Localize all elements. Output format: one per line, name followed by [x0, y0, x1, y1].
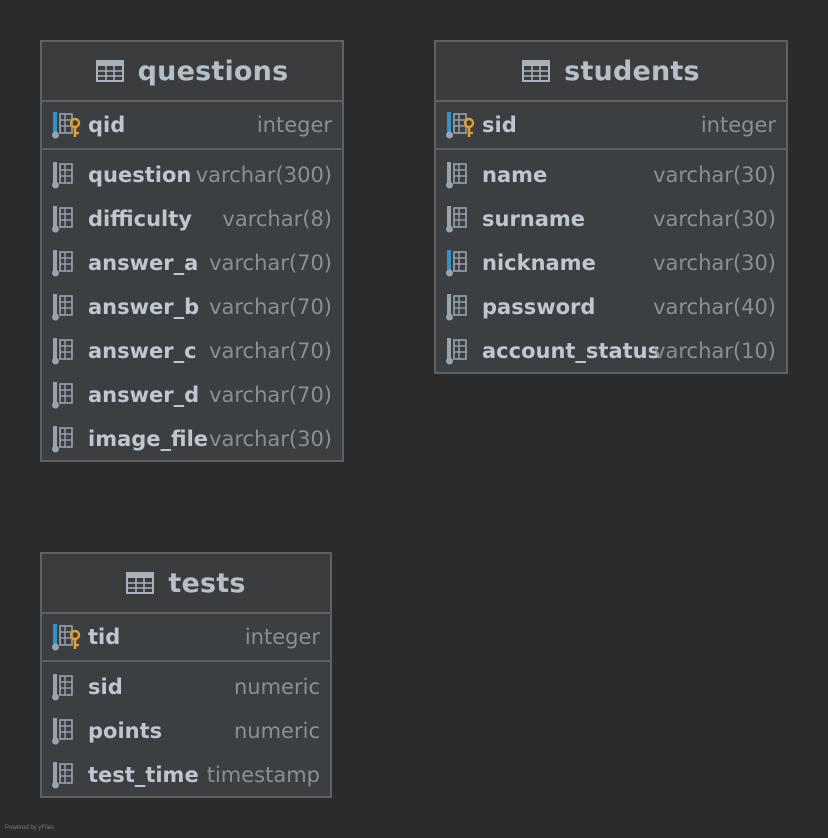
table-header: tests [42, 554, 330, 614]
column-row[interactable]: name varchar(30) [436, 153, 786, 197]
column-name: answer_b [88, 295, 200, 319]
column-name: surname [482, 207, 586, 231]
primary-key-row[interactable]: tid integer [42, 614, 330, 662]
column-row[interactable]: answer_b varchar(70) [42, 285, 342, 329]
column-row[interactable]: nickname varchar(30) [436, 241, 786, 285]
column-type: varchar(300) [195, 163, 332, 187]
column-type: varchar(70) [209, 295, 332, 319]
column-type: integer [244, 625, 320, 649]
column-name: qid [88, 113, 126, 137]
table-title: students [564, 55, 700, 87]
table-header: questions [42, 42, 342, 102]
column-type: numeric [233, 675, 320, 699]
column-list: tid integer sid numeric points numeric test_ti… [42, 614, 330, 797]
column-name: sid [482, 113, 517, 137]
column-row[interactable]: password varchar(40) [436, 285, 786, 329]
column-icon [446, 293, 476, 321]
column-row[interactable]: test_time timestamp [42, 753, 330, 797]
column-icon [446, 161, 476, 189]
column-type: integer [256, 113, 332, 137]
powered-by-label: Powered by yFiles [5, 825, 55, 831]
column-name: account_status [482, 339, 661, 363]
column-type: varchar(40) [653, 295, 776, 319]
column-icon [52, 717, 82, 745]
column-icon [446, 205, 476, 233]
column-icon [52, 293, 82, 321]
primary-key-row[interactable]: sid integer [436, 102, 786, 150]
column-row[interactable]: sid numeric [42, 665, 330, 709]
column-type: varchar(30) [653, 163, 776, 187]
column-name: points [88, 719, 163, 743]
column-name: answer_c [88, 339, 197, 363]
column-name: image_file [88, 427, 209, 451]
column-type: numeric [233, 719, 320, 743]
column-name: question [88, 163, 192, 187]
primary-key-icon [52, 111, 82, 139]
column-type: varchar(30) [653, 207, 776, 231]
column-icon [52, 673, 82, 701]
table-icon [126, 572, 155, 594]
table-icon [95, 60, 124, 82]
column-type: varchar(10) [653, 339, 776, 363]
table-icon [522, 60, 551, 82]
column-name: nickname [482, 251, 596, 275]
column-icon [446, 249, 476, 277]
column-name: name [482, 163, 548, 187]
column-row[interactable]: difficulty varchar(8) [42, 197, 342, 241]
column-name: answer_d [88, 383, 200, 407]
column-type: varchar(70) [209, 251, 332, 275]
column-name: sid [88, 675, 123, 699]
column-icon [52, 205, 82, 233]
column-name: test_time [88, 763, 199, 787]
column-icon [52, 761, 82, 789]
primary-key-row[interactable]: qid integer [42, 102, 342, 150]
column-row[interactable]: answer_c varchar(70) [42, 329, 342, 373]
column-row[interactable]: points numeric [42, 709, 330, 753]
column-type: varchar(70) [209, 339, 332, 363]
column-name: difficulty [88, 207, 192, 231]
primary-key-icon [52, 623, 82, 651]
column-icon [446, 337, 476, 365]
table-title: tests [168, 567, 246, 599]
column-icon [52, 425, 82, 453]
column-type: varchar(70) [209, 383, 332, 407]
column-type: integer [700, 113, 776, 137]
column-row[interactable]: surname varchar(30) [436, 197, 786, 241]
column-icon [52, 161, 82, 189]
table-title: questions [137, 55, 289, 87]
column-row[interactable]: answer_d varchar(70) [42, 373, 342, 417]
column-type: varchar(30) [209, 427, 332, 451]
column-list: sid integer name varchar(30) surname varchar(… [436, 102, 786, 373]
column-type: varchar(30) [653, 251, 776, 275]
primary-key-icon [446, 111, 476, 139]
column-row[interactable]: answer_a varchar(70) [42, 241, 342, 285]
column-icon [52, 381, 82, 409]
column-type: varchar(8) [222, 207, 332, 231]
column-icon [52, 337, 82, 365]
column-icon [52, 249, 82, 277]
column-name: answer_a [88, 251, 199, 275]
column-type: timestamp [206, 763, 320, 787]
column-name: password [482, 295, 596, 319]
column-name: tid [88, 625, 121, 649]
table-header: students [436, 42, 786, 102]
